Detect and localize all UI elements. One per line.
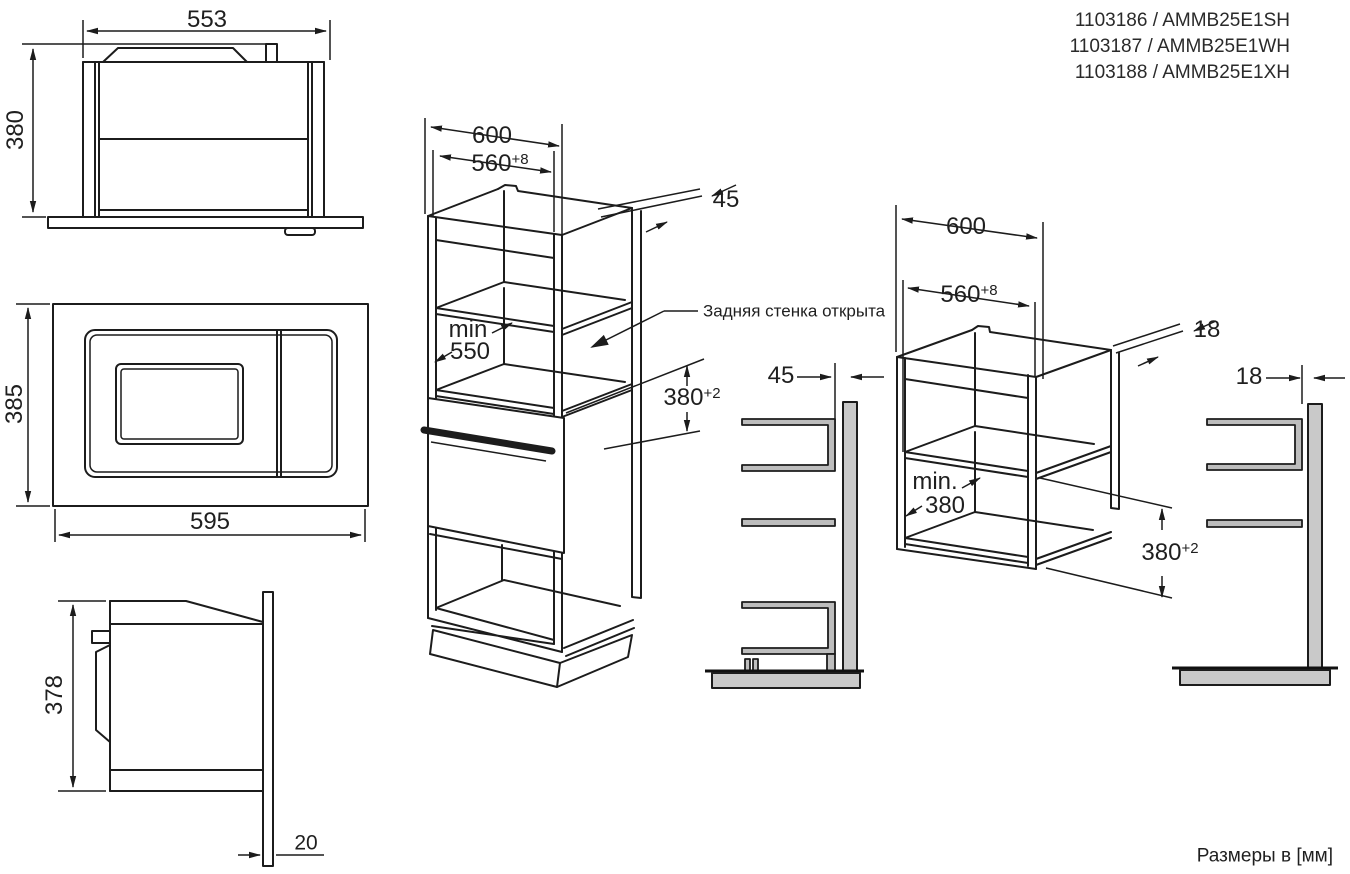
dim-380-base: 380 [663, 384, 704, 411]
top-side-view [22, 20, 364, 236]
dim-45-clearance: 45 [767, 362, 795, 389]
model-line: 1103187 / AMMB25E1WH [1069, 36, 1290, 57]
dim-553: 553 [186, 6, 228, 33]
dim-380-min: 380 [924, 492, 966, 519]
dim-378: 378 [41, 674, 68, 716]
dim-595: 595 [189, 508, 231, 535]
dim-560-8-wall: 560+8 [940, 283, 997, 307]
dim-380-height: 380 [2, 109, 29, 151]
dim-380-2-tall: 380+2 [663, 386, 720, 410]
units-note: Размеры в [мм] [1196, 845, 1333, 867]
dim-600-tall: 600 [471, 122, 513, 149]
dim-min-label-tall: min [448, 316, 488, 343]
dim-380-2-wall: 380+2 [1141, 541, 1198, 565]
dim-20: 20 [294, 831, 318, 855]
wall-profile-view [1172, 365, 1345, 686]
dim-380-tol: +2 [703, 385, 721, 402]
dim-380-base: 380 [1141, 539, 1182, 566]
dim-min-label-wall: min. [912, 468, 958, 495]
dim-560-base: 560 [940, 281, 981, 308]
model-line: 1103188 / AMMB25E1XH [1074, 62, 1290, 83]
dim-45-panel: 45 [712, 186, 740, 213]
dim-380-tol: +2 [1181, 540, 1199, 557]
tall-profile-view [705, 363, 884, 689]
dim-18-panel: 18 [1193, 316, 1221, 343]
front-view [16, 303, 369, 542]
dim-560-tol: +8 [511, 151, 529, 168]
tall-cabinet-view [420, 118, 737, 688]
dim-385: 385 [1, 383, 28, 425]
dim-560-base: 560 [471, 150, 512, 177]
dim-600-wall: 600 [945, 213, 987, 240]
dim-18-clearance: 18 [1235, 363, 1263, 390]
model-number-block: 1103186 / AMMB25E1SH 1103187 / AMMB25E1W… [860, 8, 1290, 86]
wall-cabinet-view [895, 205, 1217, 599]
model-line: 1103186 / AMMB25E1SH [1074, 10, 1290, 31]
bottom-side-view [58, 591, 324, 867]
dim-550: 550 [449, 338, 491, 365]
dim-560-tol: +8 [980, 282, 998, 299]
back-wall-note: Задняя стенка открыта [703, 301, 886, 321]
dim-560-8-tall: 560+8 [471, 152, 528, 176]
